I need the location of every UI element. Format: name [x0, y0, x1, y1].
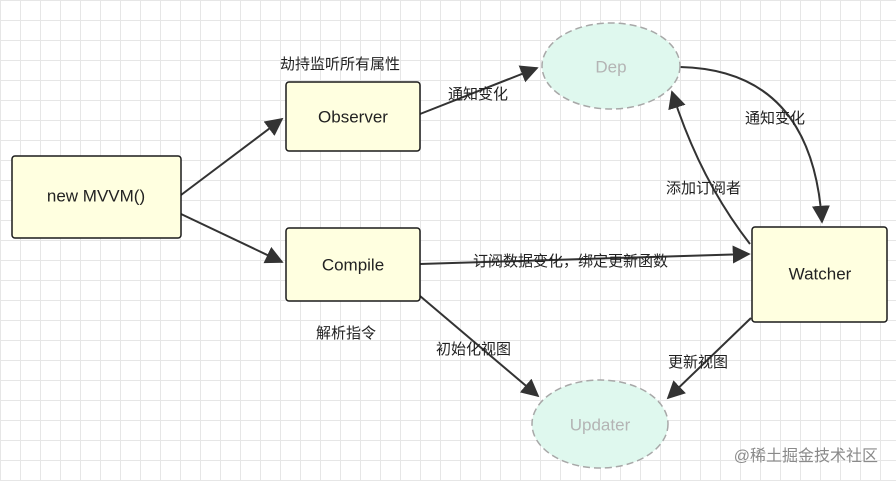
label-observer-to-dep: 通知变化 [448, 86, 508, 103]
node-watcher: Watcher [751, 226, 888, 323]
node-dep-label: Dep [595, 58, 626, 77]
note-compile: 解析指令 [316, 325, 376, 342]
label-watcher-to-dep: 添加订阅者 [666, 180, 741, 197]
edge-compile-to-updater [419, 295, 540, 398]
node-mvvm-label: new MVVM() [47, 187, 145, 206]
node-compile-label: Compile [322, 256, 384, 275]
label-compile-to-updater: 初始化视图 [436, 341, 511, 358]
edge-dep-to-watcher [679, 66, 830, 224]
edge-mvvm-to-compile [180, 213, 284, 264]
label-dep-to-watcher: 通知变化 [745, 110, 805, 127]
note-observer: 劫持监听所有属性 [280, 56, 400, 73]
node-observer: Observer [285, 81, 421, 152]
watermark: @稀土掘金技术社区 [734, 447, 878, 465]
edge-watcher-to-updater [666, 317, 752, 400]
edge-mvvm-to-observer [180, 117, 284, 196]
label-compile-to-watcher: 订阅数据变化，绑定更新函数 [473, 253, 668, 270]
node-mvvm: new MVVM() [11, 155, 182, 239]
edge-compile-to-watcher [419, 245, 751, 265]
edge-watcher-to-dep [668, 90, 751, 245]
node-dep: Dep [541, 22, 681, 110]
label-watcher-to-updater: 更新视图 [668, 354, 728, 371]
node-updater: Updater [531, 379, 669, 469]
node-watcher-label: Watcher [789, 265, 852, 284]
node-updater-label: Updater [570, 416, 631, 435]
edge-observer-to-dep [419, 65, 539, 115]
node-observer-label: Observer [318, 108, 388, 127]
node-compile: Compile [285, 227, 421, 302]
